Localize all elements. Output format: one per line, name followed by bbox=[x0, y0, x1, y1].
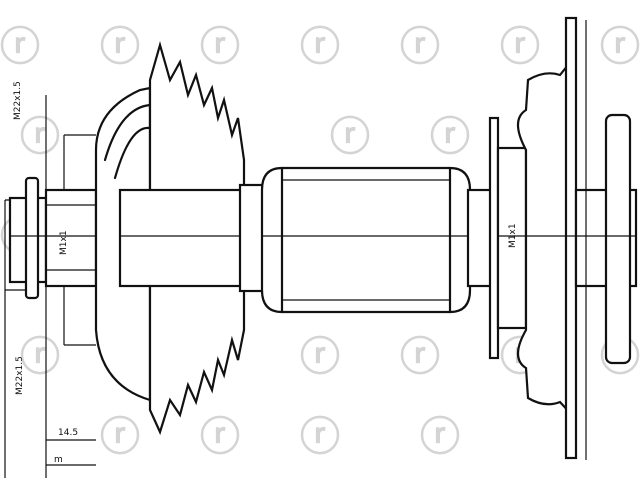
inner-boot bbox=[516, 56, 574, 418]
label-spline-top: M22x1.5 bbox=[13, 81, 23, 120]
dimension-labels: M22x1.5 M22x1.5 M1x1 M1x1 14.5 m bbox=[13, 81, 518, 465]
tripod-housing bbox=[604, 113, 632, 365]
inner-flange bbox=[564, 16, 578, 460]
label-length-base: m bbox=[54, 455, 63, 465]
watermark-icon: ⓡ bbox=[300, 24, 340, 70]
watermark-icon: ⓡ bbox=[20, 114, 60, 160]
watermark-icon: ⓡ bbox=[300, 334, 340, 380]
outer-cv-joint bbox=[94, 40, 262, 436]
inner-cv-joint bbox=[488, 16, 638, 460]
watermark-icon: ⓡ bbox=[400, 334, 440, 380]
label-length-small: 14.5 bbox=[58, 428, 78, 438]
watermark-icon: ⓡ bbox=[100, 24, 140, 70]
label-thread-left: M1x1 bbox=[59, 230, 69, 255]
nut bbox=[24, 176, 40, 300]
watermark-icon: ⓡ bbox=[100, 414, 140, 460]
main-shaft bbox=[238, 166, 496, 314]
watermark-icon: ⓡ bbox=[420, 414, 460, 460]
watermark-icon: ⓡ bbox=[200, 414, 240, 460]
watermark-icon: ⓡ bbox=[600, 24, 640, 70]
watermark-icon: ⓡ bbox=[200, 24, 240, 70]
watermark-icon: ⓡ bbox=[300, 414, 340, 460]
cv-shaft-collar bbox=[118, 188, 262, 288]
damper-sleeve bbox=[260, 166, 472, 314]
watermark-icon: ⓡ bbox=[500, 24, 540, 70]
inner-ring-left bbox=[488, 116, 500, 360]
watermark-icon: ⓡ bbox=[430, 114, 470, 160]
label-spline-left: M22x1.5 bbox=[15, 356, 25, 395]
watermark-icon: ⓡ bbox=[400, 24, 440, 70]
watermark-icon: ⓡ bbox=[0, 24, 40, 70]
left-stub-axle bbox=[8, 176, 98, 300]
watermark-icon: ⓡ bbox=[330, 114, 370, 160]
label-thread-right: M1x1 bbox=[508, 223, 518, 248]
shaft-collar-left bbox=[238, 183, 267, 293]
watermark-icon: ⓡ bbox=[20, 334, 60, 380]
